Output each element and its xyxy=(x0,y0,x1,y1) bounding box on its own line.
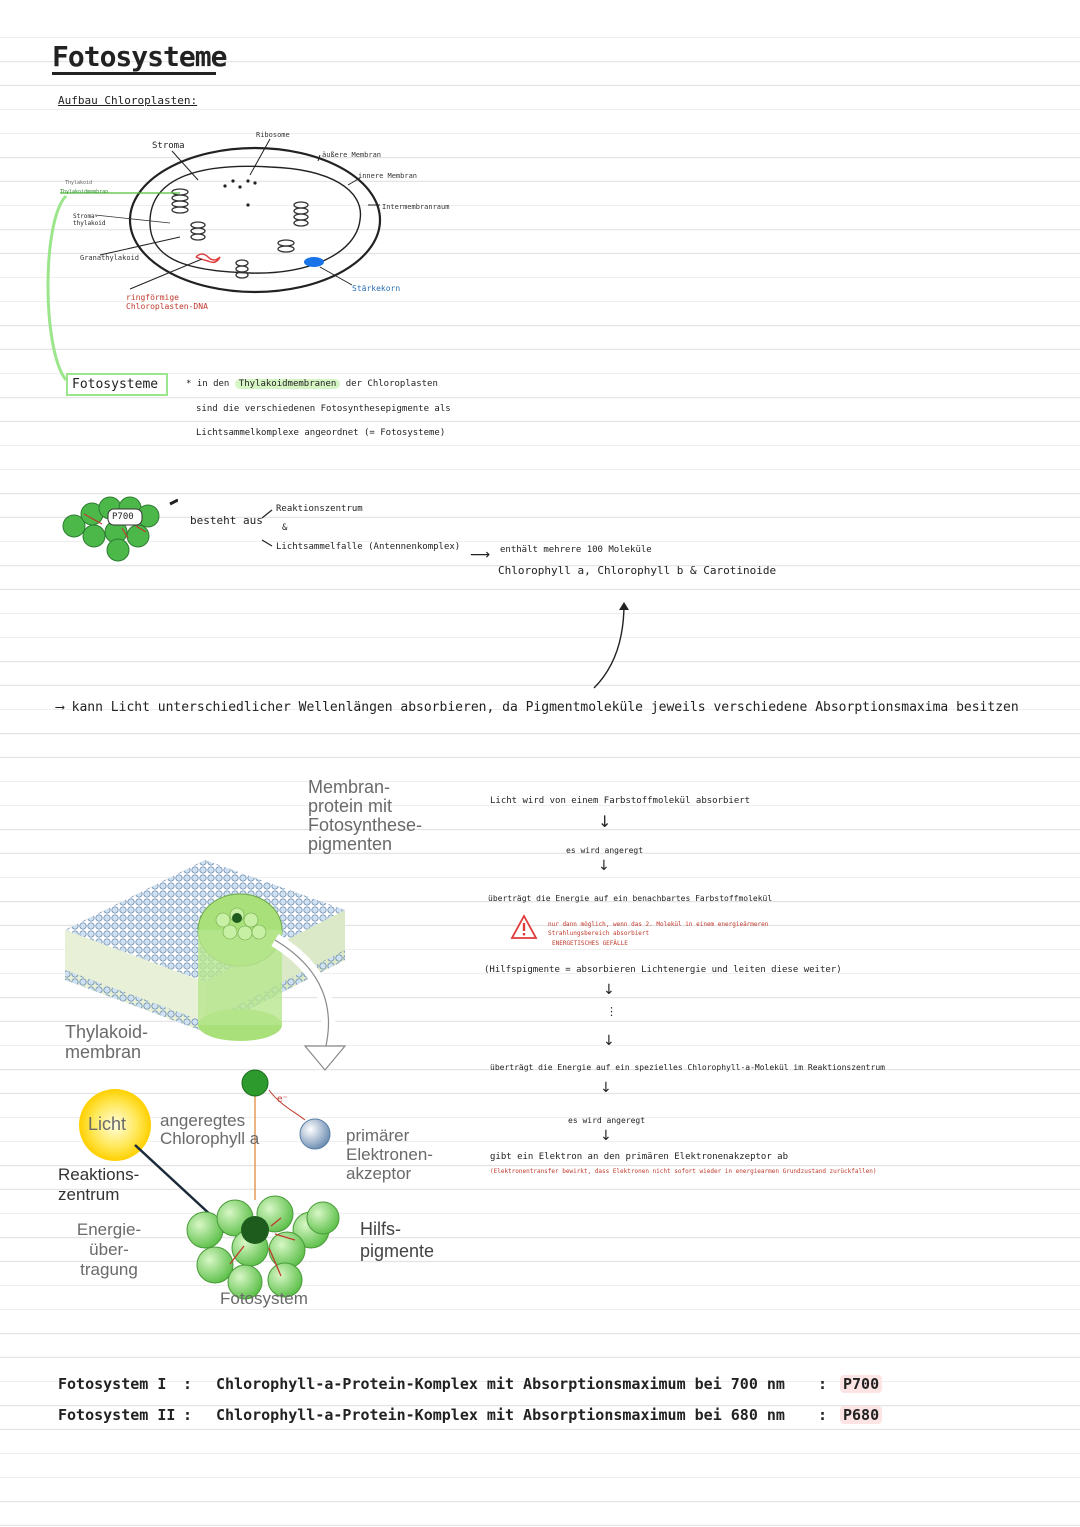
system1-desc: Chlorophyll-a-Protein-Komplex mit Absorp… xyxy=(216,1375,785,1393)
system1-tag: P700 xyxy=(840,1375,883,1393)
fotosysteme-line1: * in den Thylakoidmembranen der Chloropl… xyxy=(186,379,438,389)
label-grana-thylakoid: Granathylakoid xyxy=(80,254,140,262)
item-reaction-center: Reaktionszentrum xyxy=(276,504,363,514)
label-thylakoid: Thylakoid xyxy=(65,180,93,186)
warning-line2: Strahlungsbereich absorbiert xyxy=(548,930,650,937)
flow-dots: ⋮ xyxy=(606,1005,617,1018)
fig-acceptor: primärer Elektronen- akzeptor xyxy=(346,1126,433,1183)
pigments-text: Chlorophyll a, Chlorophyll b & Carotinoi… xyxy=(498,564,777,577)
system2-tag: P680 xyxy=(840,1406,883,1424)
fig-reaction-center: Reaktions- zentrum xyxy=(58,1165,139,1205)
label-starch: Stärkekorn xyxy=(352,284,401,293)
flow-arrow-3: ↓ xyxy=(603,982,615,998)
system2-colon2: : xyxy=(818,1406,828,1424)
warning-line1: nur dann möglich, wenn das 2. Molekül in… xyxy=(548,921,769,928)
warning-icon xyxy=(510,914,538,939)
fig-helper-pigments: Hilfs- pigmente xyxy=(360,1218,434,1262)
system1-colon2: : xyxy=(818,1375,828,1393)
system2-colon: : xyxy=(183,1406,193,1424)
curved-arrow-up xyxy=(593,602,629,689)
flow-arrow-5: ↓ xyxy=(600,1080,612,1096)
fig-rc-l1: Reaktions- xyxy=(58,1165,140,1184)
fig-photosystem: Fotosystem xyxy=(220,1289,308,1308)
fig-et-l1: Energie- xyxy=(76,1220,142,1239)
flow-step7-note: (Elektronentransfer bewirkt, dass Elektr… xyxy=(490,1168,877,1175)
flow-arrow-1: ↓ xyxy=(598,812,612,831)
green-connector-line xyxy=(46,194,68,381)
fig-acceptor-l3: akzeptor xyxy=(346,1164,412,1183)
flow-arrow-6: ↓ xyxy=(600,1128,612,1144)
fig-acceptor-l2: Elektronen- xyxy=(346,1145,433,1164)
fig-et-l2: über- xyxy=(89,1240,129,1259)
fig-membrane-protein-l3: Fotosynthese- xyxy=(308,815,423,835)
label-chloroplast-dna: ringförmige Chloroplasten-DNA xyxy=(126,293,208,311)
flow-step4: (Hilfspigmente = absorbieren Lichtenergi… xyxy=(484,965,842,975)
label-thylakoid-membrane: Thylakoidmembran xyxy=(60,189,109,195)
photosystem-cluster-drawing xyxy=(62,496,178,562)
fig-et-l3: tragung xyxy=(80,1260,138,1279)
flow-step7: gibt ein Elektron an den primären Elektr… xyxy=(490,1152,789,1162)
label-stroma: Stroma xyxy=(152,141,185,151)
fig-thylakoid-membrane: Thylakoid- membran xyxy=(65,1022,148,1062)
flow-step5: überträgt die Energie auf ein spezielles… xyxy=(490,1063,885,1072)
label-outer-membrane: äußere Membran xyxy=(322,151,382,159)
fs-line1-pre: in den xyxy=(196,379,230,389)
p700-label: P700 xyxy=(112,512,134,522)
flow-arrow-4: ↓ xyxy=(603,1033,615,1049)
chloroplast-diagram xyxy=(60,138,382,294)
fig-light: Licht xyxy=(88,1114,127,1134)
bullet-icon: * xyxy=(186,379,192,389)
contains-text: enthält mehrere 100 Moleküle xyxy=(500,545,652,555)
fig-excited: angeregtes Chlorophyll a xyxy=(160,1112,259,1148)
consists-of: besteht aus xyxy=(190,514,263,527)
flow-arrow-2: ↓ xyxy=(598,858,610,874)
system1-name: Fotosystem I xyxy=(58,1375,167,1393)
arrow-right-icon: ⟶ xyxy=(470,547,491,563)
fig-membrane-protein-l2: protein mit xyxy=(308,796,393,816)
fotosysteme-line3: Lichtsammelkomplexe angeordnet (= Fotosy… xyxy=(196,428,446,438)
photosystem-figure xyxy=(65,860,347,1300)
fig-thylakoid-l1: Thylakoid- xyxy=(65,1022,149,1042)
fig-rc-l2: zentrum xyxy=(58,1185,120,1204)
fig-membrane-protein: Membran- protein mit Fotosynthese- pigme… xyxy=(308,778,422,854)
arrow-right-icon: ⟶ xyxy=(56,700,72,715)
title-underline xyxy=(52,72,216,75)
flow-step3: überträgt die Energie auf ein benachbart… xyxy=(488,894,773,903)
fig-acceptor-l1: primärer xyxy=(346,1126,410,1145)
label-ribosome: Ribosome xyxy=(256,131,290,139)
label-intermembrane: Intermembranraum xyxy=(382,203,450,211)
fig-membrane-protein-l4: pigmenten xyxy=(308,834,393,854)
item-antenna: Lichtsammelfalle (Antennenkomplex) xyxy=(276,542,461,552)
conclusion-body: kann Licht unterschiedlicher Wellenlänge… xyxy=(71,700,1019,715)
warning-line3: ENERGETISCHES GEFÄLLE xyxy=(552,940,628,947)
flow-step2: es wird angeregt xyxy=(566,846,644,855)
fig-excited-l2: Chlorophyll a xyxy=(160,1129,260,1148)
conclusion-text: ⟶ kann Licht unterschiedlicher Wellenlän… xyxy=(56,700,1019,715)
fig-membrane-protein-l1: Membran- xyxy=(308,777,391,797)
fig-energy-transfer: Energie- über- tragung xyxy=(70,1220,148,1280)
label-stroma-thylakoid: Stroma-thylakoid xyxy=(73,213,106,227)
system2-desc: Chlorophyll-a-Protein-Komplex mit Absorp… xyxy=(216,1406,785,1424)
section-heading-chloroplast: Aufbau Chloroplasten: xyxy=(58,94,198,107)
fotosysteme-line2: sind die verschiedenen Fotosynthesepigme… xyxy=(196,404,451,414)
fotosysteme-box-label: Fotosysteme xyxy=(66,373,168,396)
brace-lines xyxy=(261,509,273,547)
flow-step1: Licht wird von einem Farbstoffmolekül ab… xyxy=(490,796,751,806)
label-inner-membrane: innere Membran xyxy=(358,172,418,180)
flow-step6: es wird angeregt xyxy=(568,1116,646,1125)
fs-line1-highlight: Thylakoidmembranen xyxy=(234,379,341,389)
fig-electron: e⁻ xyxy=(277,1094,288,1105)
fig-thylakoid-l2: membran xyxy=(65,1042,142,1062)
system2-name: Fotosystem II xyxy=(58,1406,176,1424)
fig-hp-l1: Hilfs- xyxy=(360,1219,401,1239)
page-title: Fotosysteme xyxy=(52,40,227,73)
fig-excited-l1: angeregtes xyxy=(160,1111,246,1130)
system1-colon: : xyxy=(183,1375,193,1393)
and-symbol: & xyxy=(282,523,288,533)
fs-line1-post: der Chloroplasten xyxy=(345,379,438,389)
fig-hp-l2: pigmente xyxy=(360,1241,435,1261)
